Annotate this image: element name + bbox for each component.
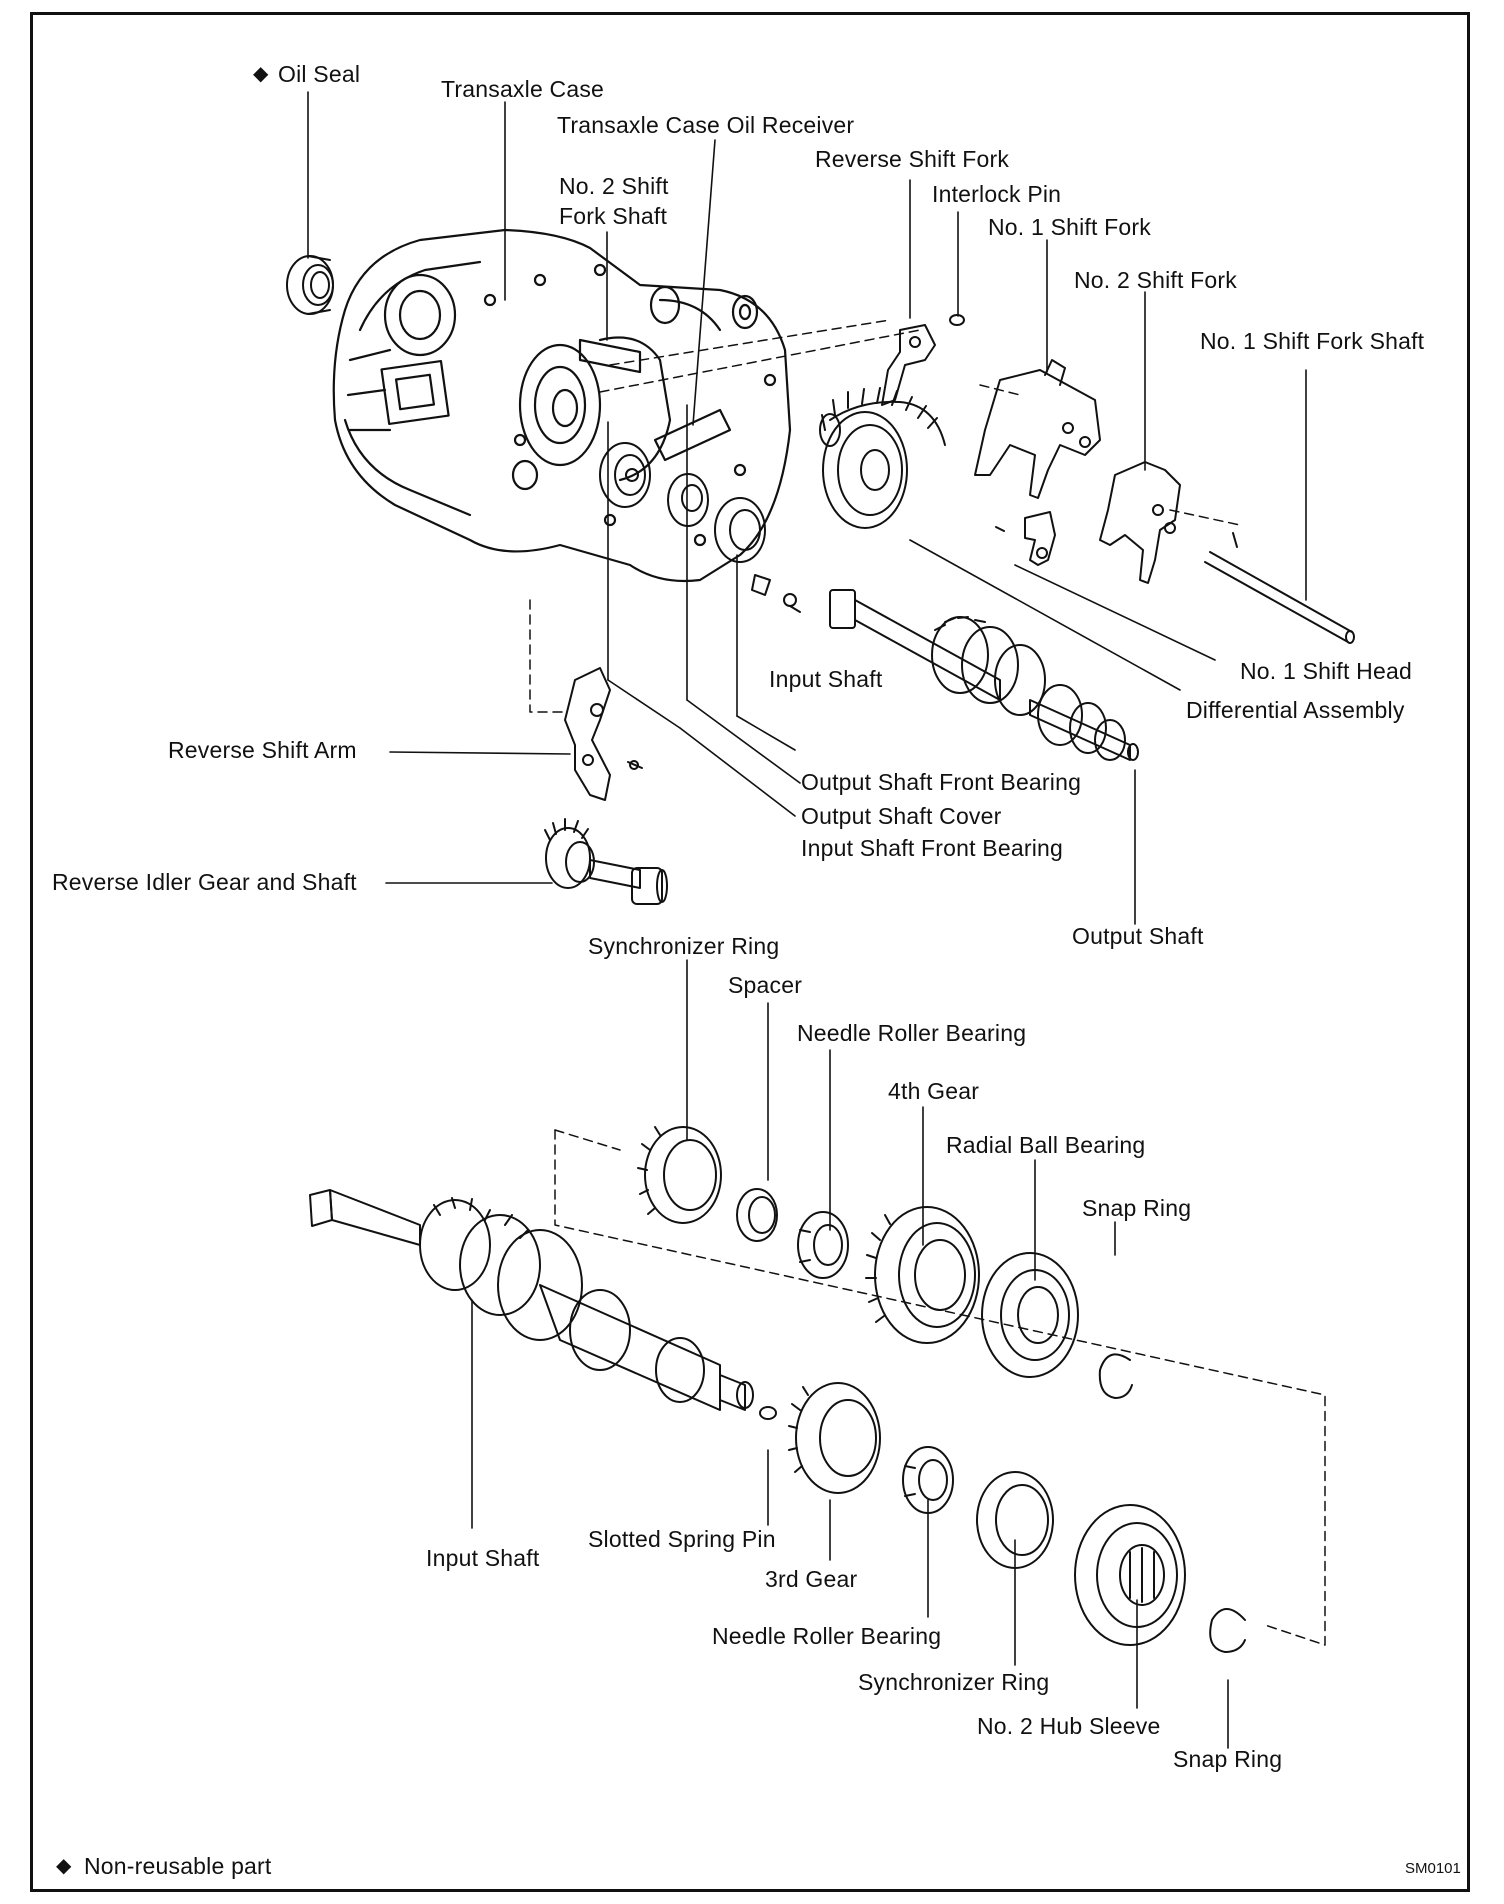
label-no2-hub-sleeve: No. 2 Hub Sleeve — [977, 1713, 1161, 1739]
no2-shift-fork-part — [1100, 462, 1180, 583]
spacer-part — [737, 1189, 777, 1241]
label-no1-shift-fork-shaft: No. 1 Shift Fork Shaft — [1200, 328, 1425, 354]
label-output-shaft: Output Shaft — [1072, 923, 1204, 949]
no1-shift-fork-part — [975, 360, 1100, 498]
label-no2-shift-fork-shaft-line2: Fork Shaft — [559, 203, 668, 229]
label-synchronizer-ring-bottom: Synchronizer Ring — [858, 1669, 1050, 1695]
label-reverse-idler-gear-and-shaft: Reverse Idler Gear and Shaft — [52, 869, 357, 895]
label-no2-shift-fork-shaft-line1: No. 2 Shift — [559, 173, 669, 199]
label-no1-shift-fork: No. 1 Shift Fork — [988, 214, 1151, 240]
label-transaxle-case: Transaxle Case — [441, 76, 605, 102]
label-needle-roller-bearing-bottom: Needle Roller Bearing — [712, 1623, 942, 1649]
snap-ring-bottom-part — [1210, 1609, 1245, 1652]
needle-roller-bearing-bottom-part — [903, 1447, 953, 1513]
legend-non-reusable-symbol: ◆ — [56, 1855, 72, 1877]
assembly-guide-lines — [530, 320, 1325, 1645]
radial-ball-bearing-part — [982, 1253, 1078, 1377]
oil-seal-part — [287, 256, 333, 314]
output-shaft-cover-part — [668, 474, 708, 526]
output-shaft-part — [1030, 685, 1138, 760]
figure-code: SM0101 — [1405, 1860, 1461, 1877]
differential-assembly-part — [820, 388, 945, 528]
legend-non-reusable-text: Non-reusable part — [84, 1853, 272, 1879]
label-reverse-shift-arm: Reverse Shift Arm — [168, 737, 357, 763]
label-reverse-shift-fork: Reverse Shift Fork — [815, 146, 1010, 172]
label-3rd-gear: 3rd Gear — [765, 1566, 858, 1592]
synchronizer-ring-bottom-part — [977, 1472, 1053, 1568]
transaxle-case-part — [334, 230, 790, 581]
snap-ring-top-part — [1100, 1354, 1132, 1398]
label-synchronizer-ring-top: Synchronizer Ring — [588, 933, 780, 959]
diagram-frame — [30, 12, 1470, 1892]
synchronizer-ring-top-part — [638, 1127, 721, 1223]
no2-hub-sleeve-part — [1075, 1505, 1185, 1645]
label-input-shaft-top: Input Shaft — [769, 666, 883, 692]
fourth-gear-part — [866, 1207, 979, 1343]
label-output-shaft-front-bearing: Output Shaft Front Bearing — [801, 769, 1082, 795]
label-spacer: Spacer — [728, 972, 803, 998]
reverse-idler-gear-part — [545, 819, 667, 904]
label-output-shaft-cover: Output Shaft Cover — [801, 803, 1002, 829]
label-4th-gear: 4th Gear — [888, 1078, 980, 1104]
reverse-shift-fork-part — [882, 315, 964, 405]
no1-shift-fork-shaft-part — [1205, 533, 1354, 643]
label-no2-shift-fork: No. 2 Shift Fork — [1074, 267, 1237, 293]
label-transaxle-case-oil-receiver: Transaxle Case Oil Receiver — [557, 112, 855, 138]
needle-roller-bearing-top-part — [798, 1212, 848, 1278]
slotted-spring-pin-part — [760, 1407, 776, 1419]
leader-lines — [308, 92, 1306, 1748]
reverse-shift-arm-part — [565, 668, 642, 800]
label-snap-ring-bottom: Snap Ring — [1173, 1746, 1283, 1772]
label-interlock-pin: Interlock Pin — [932, 181, 1062, 207]
label-snap-ring-top: Snap Ring — [1082, 1195, 1192, 1221]
label-oil-seal: Oil Seal — [278, 61, 361, 87]
input-shaft-front-bearing-part — [600, 443, 650, 507]
label-slotted-spring-pin: Slotted Spring Pin — [588, 1526, 776, 1552]
output-shaft-front-bearing-part — [715, 498, 800, 612]
label-input-shaft-front-bearing: Input Shaft Front Bearing — [801, 835, 1063, 861]
label-differential-assembly: Differential Assembly — [1186, 697, 1405, 723]
label-no1-shift-head: No. 1 Shift Head — [1240, 658, 1412, 684]
label-radial-ball-bearing: Radial Ball Bearing — [946, 1132, 1146, 1158]
third-gear-part — [789, 1383, 880, 1493]
no1-shift-head-part — [996, 512, 1055, 565]
input-shaft-top-part — [830, 590, 1045, 715]
non-reusable-marker: ◆ — [253, 63, 269, 85]
input-shaft-bottom-part — [310, 1190, 753, 1410]
label-input-shaft-bottom: Input Shaft — [426, 1545, 540, 1571]
label-needle-roller-bearing-top: Needle Roller Bearing — [797, 1020, 1027, 1046]
